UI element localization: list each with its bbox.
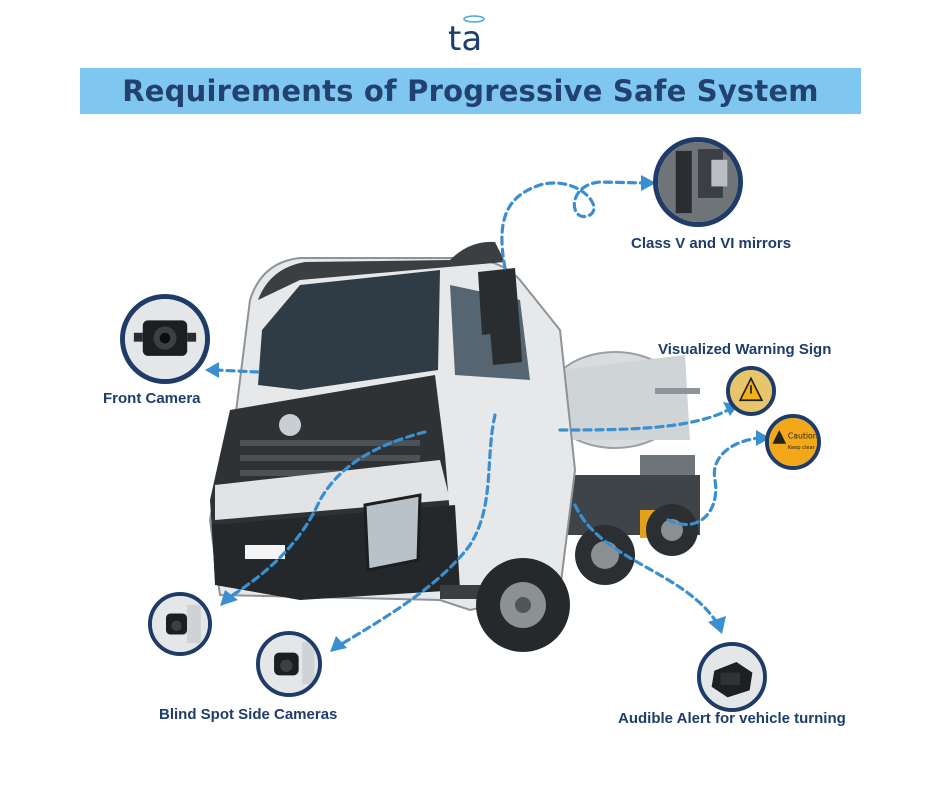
svg-text:ta: ta	[448, 19, 482, 56]
arrow-to-front-camera	[213, 368, 260, 374]
mixer-drum	[546, 351, 700, 495]
warning-sign-label: Visualized Warning Sign	[658, 341, 832, 358]
arrow-to-mirrors	[500, 180, 647, 270]
page-title: Requirements of Progressive Safe System	[122, 74, 819, 108]
front-wheel	[476, 558, 570, 652]
audible-alert-label: Audible Alert for vehicle turning	[618, 710, 846, 727]
arrow-to-alert	[573, 503, 717, 622]
arrow-to-left-camera	[223, 430, 427, 602]
right-side-camera-circle	[256, 631, 322, 697]
mirrors-label: Class V and VI mirrors	[631, 235, 792, 252]
caution-sign-circle: Caution Keep clear	[765, 414, 821, 470]
svg-text:Caution: Caution	[788, 432, 817, 441]
front-camera-circle	[120, 294, 210, 384]
svg-text:Keep clear: Keep clear	[788, 445, 816, 451]
audible-alert-circle	[697, 642, 767, 712]
title-banner: Requirements of Progressive Safe System	[80, 68, 861, 114]
left-side-camera-circle	[148, 592, 212, 656]
arrow-to-caution-sign	[666, 436, 762, 527]
arrow-to-right-camera	[338, 413, 497, 647]
side-cameras-label: Blind Spot Side Cameras	[159, 706, 338, 723]
arrow-to-warning-sign	[558, 408, 730, 432]
rear-wheels	[575, 504, 698, 585]
mirror-circle	[653, 137, 743, 227]
warning-sign-circle	[726, 366, 776, 416]
front-camera-label: Front Camera	[103, 390, 201, 407]
ta-logo: ta	[440, 10, 500, 59]
truck-cab	[208, 241, 577, 612]
